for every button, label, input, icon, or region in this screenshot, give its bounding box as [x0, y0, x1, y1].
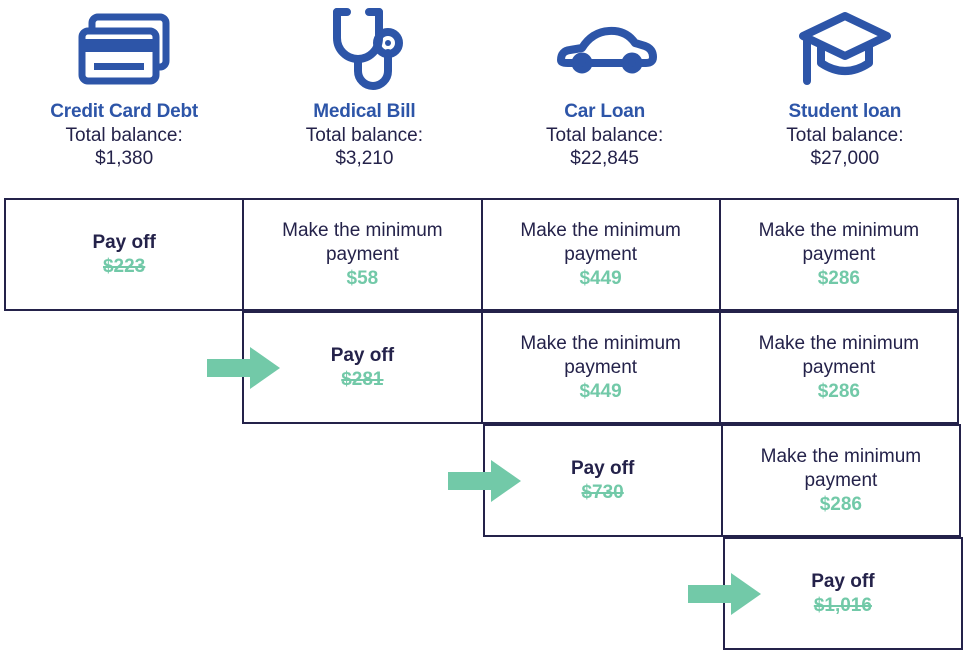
cell-action-payoff: Pay off	[330, 344, 395, 366]
plan-cell-empty	[244, 424, 484, 537]
credit-cards-icon	[76, 0, 172, 100]
plan-cell[interactable]: Pay off$281	[242, 311, 483, 424]
debt-name: Medical Bill	[313, 101, 416, 122]
cell-amount: $286	[817, 267, 861, 289]
debt-name: Car Loan	[564, 101, 645, 122]
cell-amount: $449	[579, 267, 622, 289]
cell-action-minimum: Make the minimum payment	[760, 445, 922, 491]
debt-balance-label: Total balance:	[546, 125, 664, 146]
debt-balance-value: $3,210	[335, 148, 394, 169]
plan-row: Pay off$1,016	[4, 537, 965, 650]
cell-amount: $223	[102, 255, 146, 277]
cell-amount: $286	[819, 493, 863, 515]
cell-action-minimum: Make the minimum payment	[758, 332, 920, 378]
debt-name: Student loan	[788, 101, 902, 122]
cell-amount: $281	[341, 368, 384, 390]
cell-amount: $286	[817, 380, 861, 402]
plan-cell[interactable]: Make the minimum payment$286	[718, 198, 959, 311]
plan-cell[interactable]: Pay off$223	[4, 198, 245, 311]
plan-cell[interactable]: Make the minimum payment$286	[718, 311, 959, 424]
cell-action-payoff: Pay off	[92, 231, 156, 253]
cell-action-minimum: Make the minimum payment	[520, 332, 681, 378]
cell-amount: $730	[581, 481, 624, 503]
plan-cell[interactable]: Pay off$730	[482, 424, 723, 537]
cell-action-payoff: Pay off	[811, 570, 875, 592]
plan-cell[interactable]: Make the minimum payment$286	[720, 424, 961, 537]
debt-name: Credit Card Debt	[50, 101, 198, 122]
cell-action-minimum: Make the minimum payment	[758, 219, 920, 265]
debt-balance-label: Total balance:	[786, 125, 904, 146]
cell-action-payoff: Pay off	[570, 457, 635, 479]
debt-balance-value: $22,845	[570, 148, 639, 169]
plan-cell-empty	[4, 311, 244, 424]
debt-balance-label: Total balance:	[305, 125, 423, 146]
debt-balance-label: Total balance:	[65, 125, 183, 146]
plan-cell[interactable]: Make the minimum payment$58	[242, 198, 483, 311]
debt-balance-value: $27,000	[810, 148, 880, 169]
car-icon	[553, 0, 657, 100]
debt-balance-value: $1,380	[95, 148, 154, 169]
cell-amount: $1,016	[813, 594, 872, 616]
cell-action-minimum: Make the minimum payment	[282, 219, 443, 265]
plan-cell[interactable]: Pay off$1,016	[722, 537, 963, 650]
cell-amount: $449	[579, 380, 622, 402]
stethoscope-icon	[321, 0, 407, 100]
plan-cell-empty	[485, 537, 725, 650]
plan-cell[interactable]: Make the minimum payment$449	[480, 311, 721, 424]
plan-cell[interactable]: Make the minimum payment$449	[480, 198, 721, 311]
graduation-cap-icon	[798, 0, 891, 100]
plan-cell-empty	[4, 537, 244, 650]
cell-amount: $58	[346, 267, 379, 289]
plan-cell-empty	[244, 537, 484, 650]
cell-action-minimum: Make the minimum payment	[520, 219, 681, 265]
plan-cell-empty	[4, 424, 244, 537]
